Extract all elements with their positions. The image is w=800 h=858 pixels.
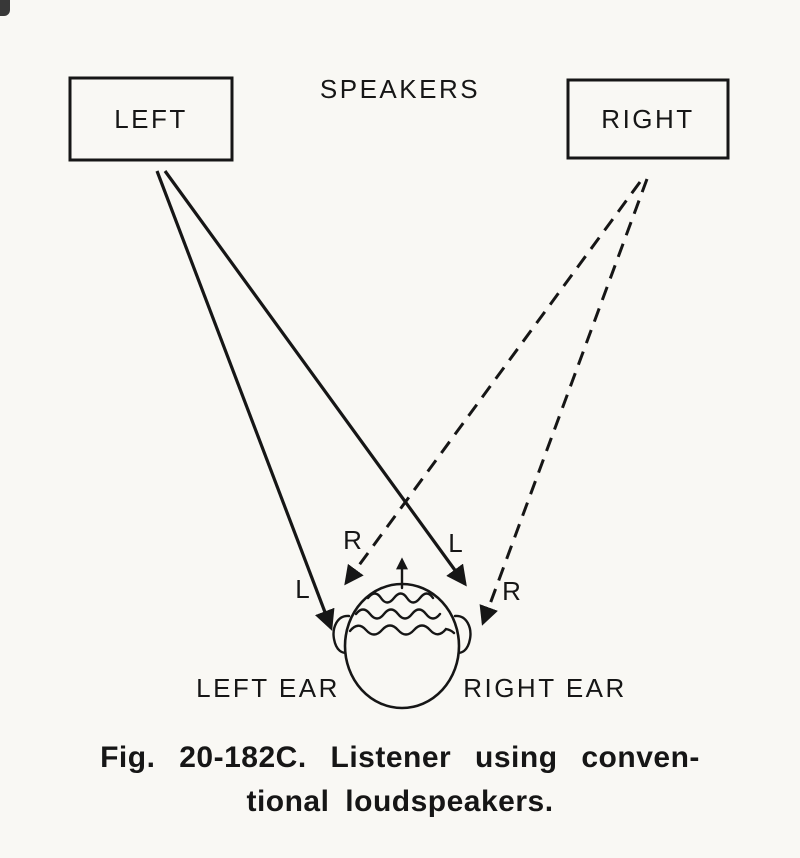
loudspeaker-listener-diagram: SPEAKERS LEFT RIGHT L L R (68, 74, 730, 710)
caption-line-2: tional loudspeakers. (246, 784, 554, 818)
left-speaker-box (68, 76, 234, 162)
right-ear-label: RIGHT EAR (463, 673, 627, 703)
right-speaker-to-right-ear-path (479, 178, 649, 626)
label-l-at-left-ear: L (295, 574, 310, 604)
right-ear-shape (452, 614, 472, 654)
right-speaker-label: RIGHT (601, 104, 694, 134)
hair-squiggle-1 (366, 592, 435, 604)
right-speaker-box (566, 78, 730, 160)
right-speaker-to-left-ear-path (344, 181, 642, 586)
left-ear-shape (332, 614, 352, 654)
left-ear-label: LEFT EAR (196, 673, 340, 703)
hair-squiggle-2 (354, 608, 442, 620)
speakers-heading: SPEAKERS (320, 74, 480, 104)
listener-head (332, 557, 472, 710)
label-l-at-right-ear: L (448, 528, 463, 558)
left-speaker-to-right-ear-path (163, 170, 467, 587)
caption-line-1: Fig. 20-182C. Listener using conven- (100, 741, 700, 774)
scan-corner-artifact (0, 0, 10, 16)
figure-caption: Fig. 20-182C. Listener using conven- tio… (0, 736, 800, 823)
hairline-wave (348, 624, 456, 636)
label-r-at-right-ear: R (502, 576, 522, 606)
head-outline (343, 582, 461, 710)
left-speaker-label: LEFT (114, 104, 188, 134)
left-speaker-to-left-ear-path (155, 170, 335, 631)
label-r-at-left-ear: R (343, 525, 363, 555)
